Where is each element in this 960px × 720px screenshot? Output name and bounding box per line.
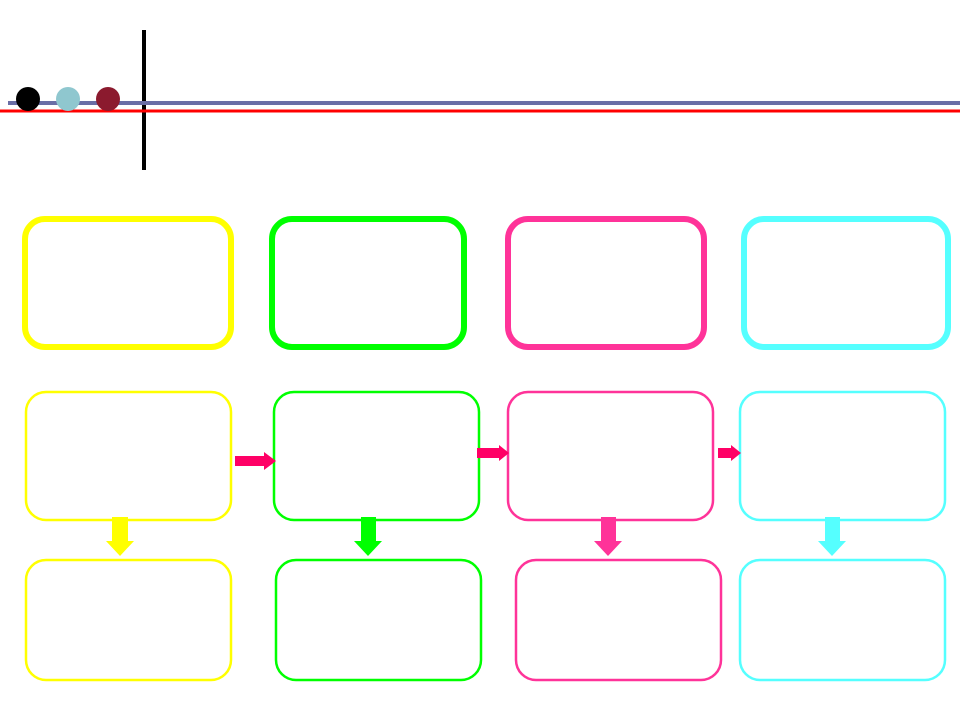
top-row bbox=[22, 216, 951, 350]
right-arrows bbox=[235, 445, 741, 470]
down-arrow-cyan-icon bbox=[818, 517, 846, 556]
header-dot-black bbox=[16, 87, 40, 111]
bottom-box-green bbox=[274, 558, 483, 682]
right-arrow-2-icon bbox=[477, 445, 509, 461]
middle-row bbox=[24, 390, 947, 522]
right-arrow-3-icon bbox=[718, 445, 741, 461]
middle-box-pink bbox=[506, 390, 715, 522]
top-box-green bbox=[269, 216, 467, 350]
bottom-box-yellow bbox=[24, 558, 233, 682]
middle-box-green bbox=[272, 390, 481, 522]
header-dot-light-blue bbox=[56, 87, 80, 111]
top-box-cyan bbox=[741, 216, 951, 350]
top-box-pink bbox=[505, 216, 707, 350]
bottom-box-pink bbox=[514, 558, 723, 682]
header-dot-dark-red bbox=[96, 87, 120, 111]
top-box-yellow bbox=[22, 216, 234, 350]
down-arrow-yellow-icon bbox=[106, 517, 134, 556]
header-decoration bbox=[0, 30, 960, 170]
down-arrow-green-icon bbox=[354, 517, 382, 556]
bottom-row bbox=[24, 558, 947, 682]
middle-box-yellow bbox=[24, 390, 233, 522]
middle-box-cyan bbox=[738, 390, 947, 522]
right-arrow-1-icon bbox=[235, 452, 276, 470]
bottom-box-cyan bbox=[738, 558, 947, 682]
down-arrows bbox=[106, 517, 846, 556]
down-arrow-pink-icon bbox=[594, 517, 622, 556]
